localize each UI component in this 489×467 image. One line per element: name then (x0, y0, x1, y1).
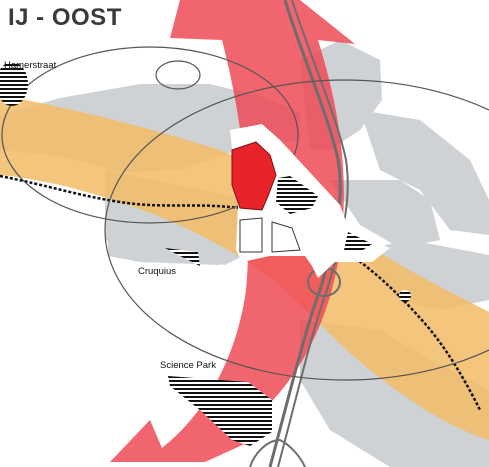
hatched-areas (0, 62, 411, 446)
ij-water (0, 95, 489, 440)
site-blocks (239, 217, 301, 253)
railway (0, 174, 482, 411)
label-cruquius: Cruquius (138, 266, 177, 277)
map-title: IJ - OOST (8, 4, 122, 31)
red-zone (231, 141, 277, 211)
outline-circles (1, 46, 489, 381)
label-hamerstraat: Hamerstraat (4, 60, 57, 71)
label-science-park: Science Park (160, 360, 216, 371)
